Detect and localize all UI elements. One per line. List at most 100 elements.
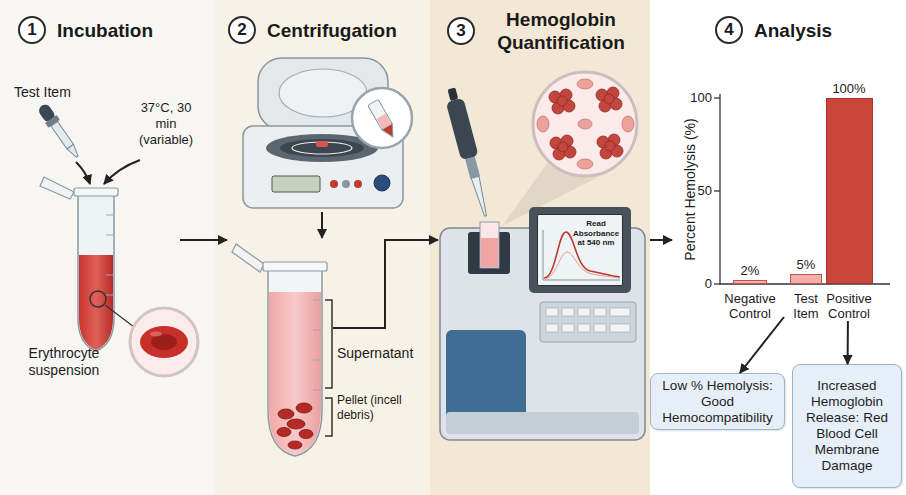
pointer-arrow <box>104 160 140 184</box>
axis-tick: 0 <box>680 276 712 292</box>
chart-bar: 5%Test Item <box>784 257 828 321</box>
centrifuged-tube <box>313 330 321 331</box>
connector-arrow <box>740 317 784 373</box>
screen-text: Read Absorbance at 540 nm <box>573 219 619 248</box>
centrifuged-tube <box>232 244 264 272</box>
pipette <box>446 98 479 161</box>
centrifuge <box>292 142 352 154</box>
centrifuge <box>374 175 390 191</box>
step-number: 3 <box>447 17 475 45</box>
bar-value: 100% <box>832 81 865 96</box>
spectrophotometer <box>578 324 590 332</box>
step-number: 4 <box>715 16 743 44</box>
zoom-callout <box>537 116 549 132</box>
zoom-callout <box>578 119 592 129</box>
sample-tube <box>106 295 113 296</box>
connector-layer <box>740 317 848 373</box>
flow-arrow <box>321 212 323 238</box>
bracket <box>325 300 332 436</box>
sample-tube <box>106 235 113 236</box>
zoom-callout <box>558 142 568 152</box>
bar-category: Negative Control <box>717 291 783 321</box>
centrifuged-tube <box>296 403 312 413</box>
spectrophotometer <box>440 207 645 440</box>
sample-tube <box>40 177 74 199</box>
spectrum-plot <box>544 232 620 278</box>
flow-arrow <box>321 212 323 238</box>
zoom-callout <box>533 72 637 176</box>
sample-tube <box>40 177 118 351</box>
zoom-callout <box>368 99 398 140</box>
zoom-callout <box>105 305 134 327</box>
bar-value: 2% <box>741 263 760 278</box>
step-header: 4 Analysis <box>715 16 832 44</box>
step-number: 2 <box>228 16 256 44</box>
bar-category: Positive Control <box>817 291 881 321</box>
centrifuged-tube <box>232 244 327 456</box>
step-title: Hemoglobin Quantification <box>486 8 636 54</box>
centrifuged-tube <box>263 262 327 271</box>
zoom-callout <box>605 141 615 151</box>
centrifuged-tube <box>313 360 321 361</box>
chart-axis <box>714 94 890 285</box>
flow-arrow <box>333 240 438 328</box>
spectrophotometer <box>610 324 630 332</box>
centrifuge <box>330 180 338 188</box>
chart-axis <box>719 94 720 285</box>
spectrophotometer <box>594 308 606 316</box>
zoom-callout <box>604 94 614 104</box>
pointer-arrow <box>76 160 140 184</box>
pointer-arrow <box>76 162 90 184</box>
step-title: Analysis <box>754 19 832 42</box>
bar-fill <box>790 274 822 284</box>
pipette <box>465 157 480 179</box>
pipette <box>448 87 459 101</box>
step-number: 1 <box>18 16 46 44</box>
centrifuged-tube <box>287 419 305 429</box>
panel-background <box>650 0 906 495</box>
pipette <box>471 176 489 217</box>
sample-tube <box>106 275 113 276</box>
spectrum-plot <box>543 230 544 280</box>
dropper <box>36 102 83 161</box>
panel-background <box>215 0 430 495</box>
sample-tube <box>79 255 113 350</box>
flow-arrow <box>180 239 227 241</box>
chart-axis <box>714 97 720 98</box>
bar-fill <box>733 280 767 284</box>
zoom-callout <box>352 88 412 148</box>
result-box: Increased Hemoglobin Release: Red Blood … <box>792 364 902 488</box>
centrifuged-tube <box>313 300 321 390</box>
box-text: Increased Hemoglobin Release: Red Blood … <box>798 378 896 474</box>
spectrophotometer <box>480 222 499 268</box>
centrifuge <box>354 180 362 188</box>
annotation: Erythrocyte suspension <box>12 345 116 379</box>
connector-arrow <box>847 321 849 364</box>
spectrophotometer <box>562 324 574 332</box>
spectrophotometer <box>546 308 558 316</box>
zoom-callout <box>537 79 634 169</box>
zoom-callout <box>622 116 634 132</box>
chart-bar: 100% Positive Control <box>817 81 881 321</box>
step-header: 3 Hemoglobin Quantification <box>447 8 636 54</box>
spectrophotometer <box>540 302 636 342</box>
zoom-callout <box>577 79 593 89</box>
spectrophotometer <box>594 324 606 332</box>
step-header: 2Centrifugation <box>228 16 397 44</box>
spectrophotometer <box>446 412 639 434</box>
step-header: 1Incubation <box>18 16 153 44</box>
flow-arrow <box>180 239 227 241</box>
panel-background <box>0 0 215 495</box>
spectrophotometer <box>546 308 630 332</box>
spectrum-plot <box>544 252 620 279</box>
zoom-callout <box>549 87 623 160</box>
sample-tube <box>106 215 113 295</box>
centrifuged-tube <box>269 292 321 455</box>
zoom-callout <box>90 291 198 376</box>
sample-tube <box>106 215 113 216</box>
dropper <box>51 122 74 150</box>
sample-tube <box>74 188 118 196</box>
